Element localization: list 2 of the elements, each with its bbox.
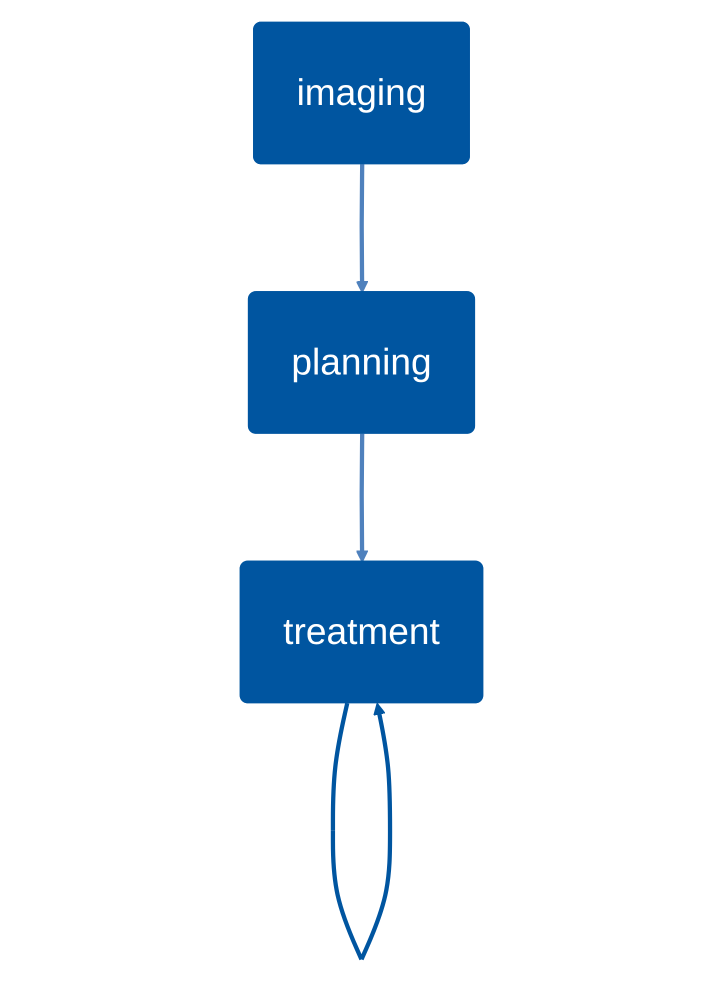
arrow [356, 434, 368, 563]
arrow [356, 164, 368, 294]
